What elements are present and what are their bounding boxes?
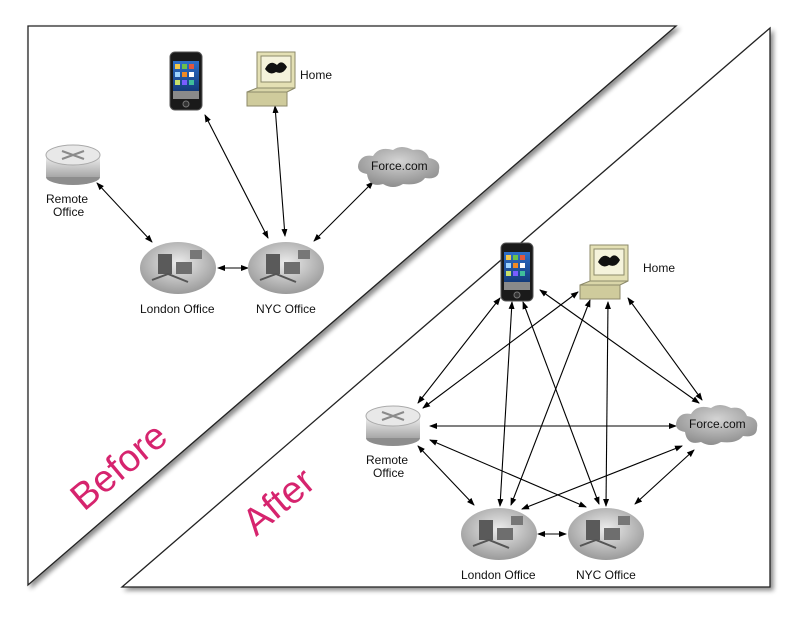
after-node-remote: Remote Office [365, 405, 421, 480]
after-nyc-label: NYC Office [576, 568, 636, 582]
edge-after-home-force [627, 297, 703, 401]
desktop-computer-icon [579, 244, 629, 300]
before-node-london: London Office [140, 242, 216, 316]
after-home-label: Home [643, 261, 675, 275]
before-home-label: Home [300, 68, 332, 82]
before-edges [96, 105, 374, 271]
after-london-label: London Office [461, 568, 536, 582]
before-node-iphone [169, 51, 203, 111]
office-network-icon [461, 508, 537, 560]
before-node-home: Home [246, 51, 332, 107]
after-node-home: Home [579, 244, 675, 300]
before-nyc-label: NYC Office [256, 302, 316, 316]
before-remote-label-line2: Office [53, 205, 84, 219]
before-node-force: Force.com [358, 147, 440, 187]
after-remote-label-line1: Remote [366, 453, 408, 467]
smartphone-icon [500, 242, 534, 302]
router-icon [365, 405, 421, 446]
cloud-icon [676, 405, 758, 445]
router-icon [45, 144, 101, 185]
after-remote-label-line2: Office [373, 466, 404, 480]
after-force-label: Force.com [689, 417, 746, 431]
edge-before-iphone-nyc [204, 114, 269, 239]
edge-after-force-nyc [634, 449, 695, 505]
before-panel [27, 25, 678, 587]
after-node-force: Force.com [676, 405, 758, 445]
cloud-icon [358, 147, 440, 187]
before-remote-label-line1: Remote [46, 192, 88, 206]
after-edges [417, 289, 703, 537]
edge-before-force-nyc [313, 181, 374, 242]
before-node-nyc: NYC Office [248, 242, 324, 316]
office-network-icon [140, 242, 216, 294]
edge-before-home-nyc [272, 105, 288, 237]
after-node-london: London Office [461, 508, 537, 582]
office-network-icon [568, 508, 644, 560]
after-node-iphone [500, 242, 534, 302]
desktop-computer-icon [246, 51, 296, 107]
office-network-icon [248, 242, 324, 294]
before-node-remote: Remote Office [45, 144, 101, 219]
after-node-nyc: NYC Office [568, 508, 644, 582]
edge-before-remote-london [96, 182, 153, 243]
smartphone-icon [169, 51, 203, 111]
before-force-label: Force.com [371, 159, 428, 173]
before-london-label: London Office [140, 302, 215, 316]
